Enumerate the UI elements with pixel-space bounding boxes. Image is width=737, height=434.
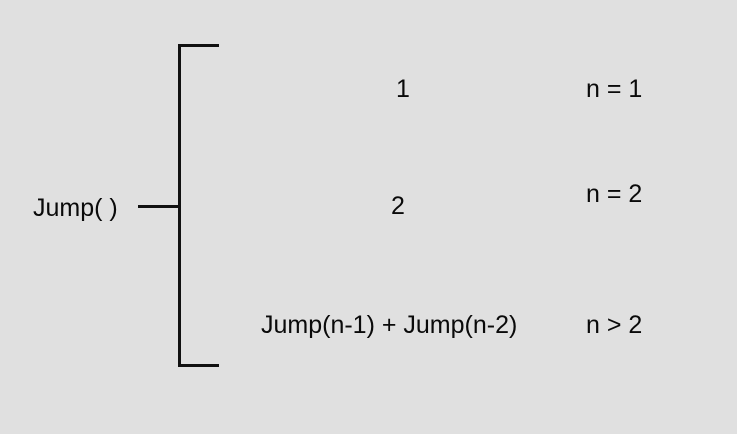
case-1-expression: 1 <box>396 75 410 103</box>
piecewise-bracket <box>178 44 219 367</box>
case-3-expression: Jump(n-1) + Jump(n-2) <box>261 311 518 339</box>
case-2-expression: 2 <box>391 192 405 220</box>
bracket-vertical-stem <box>178 44 181 367</box>
case-3-condition: n > 2 <box>586 311 643 339</box>
case-2-condition: n = 2 <box>586 180 643 208</box>
bracket-top-arm <box>178 44 219 47</box>
bracket-bottom-arm <box>178 364 219 367</box>
case-1-condition: n = 1 <box>586 75 643 103</box>
function-label: Jump( ) <box>33 194 118 222</box>
label-to-bracket-connector <box>138 205 181 208</box>
